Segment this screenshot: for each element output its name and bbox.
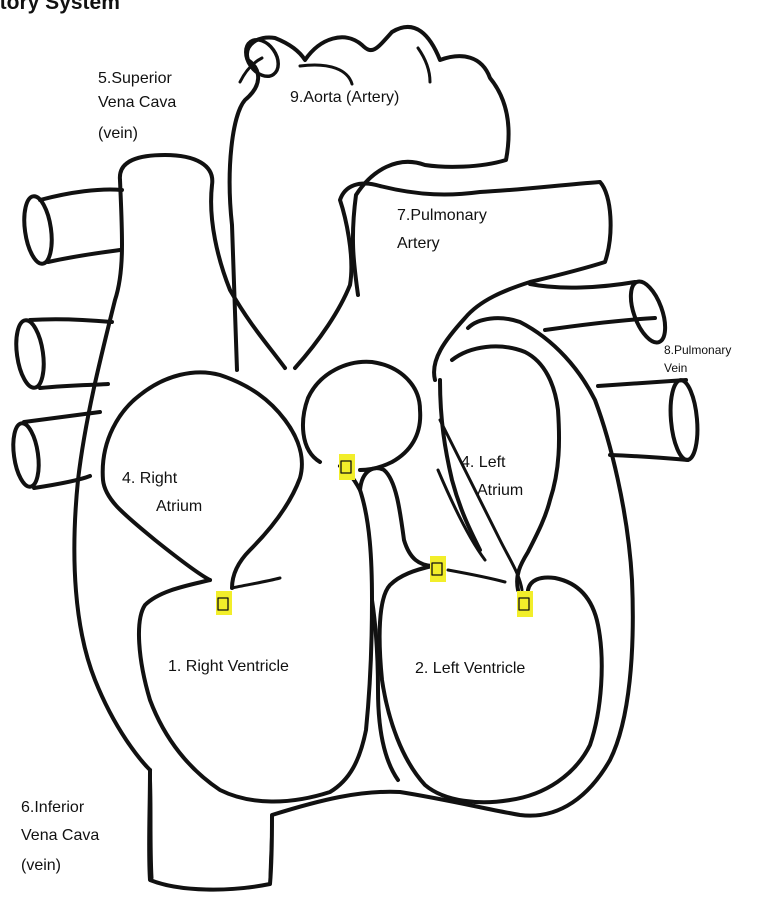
right-atrium-label: 4. Right Atrium (122, 467, 202, 519)
pulmonary-artery-label-line-2: Artery (397, 232, 487, 256)
superior-vena-cava-label-line-2: Vena Cava (98, 91, 176, 115)
superior-vena-cava-label-line-1: 5.Superior (98, 67, 176, 91)
aortic-valve-marker (430, 556, 446, 582)
pulmonary-vein-label-line-1: 8.Pulmonary (664, 341, 731, 359)
left-atrium-label-line-2: Atrium (477, 479, 523, 503)
left-ventricle-label: 2. Left Ventricle (415, 657, 525, 681)
inferior-vena-cava-label-line-2: Vena Cava (21, 824, 99, 848)
right-ventricle-label: 1. Right Ventricle (168, 655, 289, 679)
pulmonary-vein-label: 8.Pulmonary Vein (664, 341, 731, 377)
inferior-vena-cava-label: 6.Inferior Vena Cava (vein) (21, 796, 99, 878)
mitral-valve-marker (517, 591, 533, 617)
pulmonary-vein-label-line-2: Vein (664, 359, 731, 377)
left-atrium-label: 4. Left Atrium (461, 451, 523, 503)
page-title: atory System (0, 0, 120, 15)
tricuspid-valve-marker (216, 591, 232, 615)
left-atrium-label-line-1: 4. Left (461, 451, 523, 475)
aorta-label: 9.Aorta (Artery) (290, 86, 399, 110)
pulmonary-artery-label: 7.Pulmonary Artery (397, 204, 487, 256)
septum-shape (360, 380, 480, 780)
superior-vena-cava-label: 5.Superior Vena Cava (vein) (98, 67, 176, 146)
inferior-vena-cava-shape (150, 770, 272, 884)
left-ventricle-shape (380, 566, 602, 802)
pulmonary-valve-marker (339, 454, 355, 480)
right-atrium-label-line-2: Atrium (156, 495, 202, 519)
pulmonary-artery-label-line-1: 7.Pulmonary (397, 204, 487, 228)
inferior-vena-cava-label-line-3: (vein) (21, 854, 99, 878)
right-atrium-label-line-1: 4. Right (122, 467, 202, 491)
aortic-root-shape (303, 362, 420, 470)
inferior-vena-cava-label-line-1: 6.Inferior (21, 796, 99, 820)
superior-vena-cava-label-line-3: (vein) (98, 122, 176, 146)
